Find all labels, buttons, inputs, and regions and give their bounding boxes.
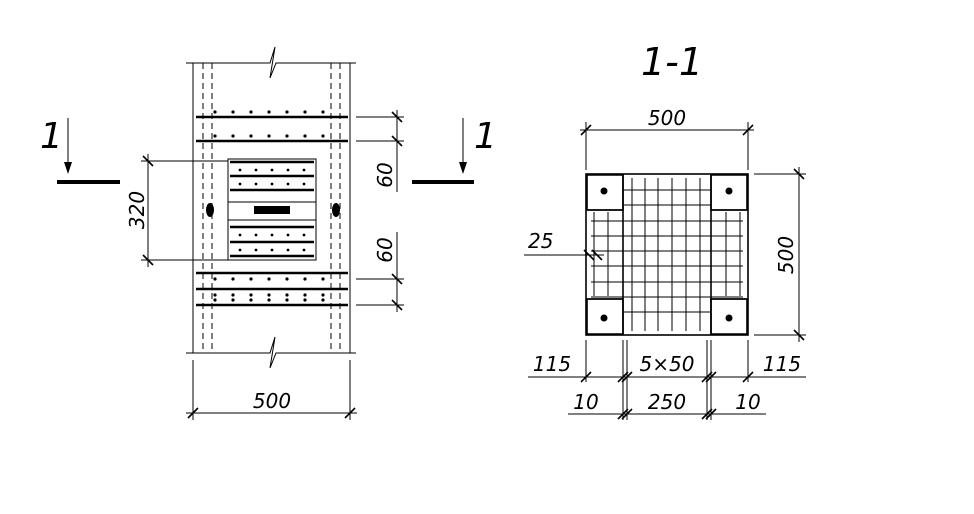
bolt-left	[206, 203, 214, 217]
dim-width-label: 500	[253, 389, 291, 413]
joint-mesh-bars	[230, 160, 314, 258]
dim-cover-label: 25	[528, 229, 553, 253]
dim-section-top: 500	[580, 106, 754, 170]
elevation-view: 1 1 320 60	[40, 46, 497, 420]
dim-row2-mid-label: 250	[648, 390, 686, 414]
dim-row1-mid-label: 5×50	[640, 352, 695, 376]
dim-gap-bottom: 60	[356, 232, 404, 312]
dim-section-top-label: 500	[648, 106, 686, 130]
dim-section-right-label: 500	[774, 236, 798, 274]
dim-gap-bottom-label: 60	[373, 237, 397, 262]
section-title: 1-1	[641, 40, 703, 84]
dim-gap-top: 60	[356, 110, 404, 192]
column-bottom-edge	[186, 336, 356, 369]
dim-height-label: 320	[125, 191, 149, 229]
bearing-plate	[227, 201, 317, 221]
mesh-grid	[591, 178, 743, 331]
section-marker-left-label: 1	[40, 116, 63, 157]
top-mesh-bars	[196, 110, 348, 143]
dim-row-2: 10 250 10	[568, 390, 766, 420]
dim-row1-left-label: 115	[533, 352, 571, 376]
dim-cover: 25	[524, 229, 604, 261]
column-top-edge	[186, 46, 356, 79]
dim-row2-left-label: 10	[573, 390, 598, 414]
bolt-right	[332, 203, 340, 217]
bottom-mesh-bars	[196, 271, 348, 307]
section-view: 1-1	[524, 40, 806, 420]
section-marker-left: 1	[40, 116, 120, 184]
corner-angles	[586, 174, 748, 335]
dim-height-320: 320	[125, 154, 228, 267]
dim-width-500: 500	[186, 360, 357, 420]
dim-gap-top-label: 60	[373, 162, 397, 187]
dim-row1-right-label: 115	[763, 352, 801, 376]
dim-section-right: 500	[754, 167, 806, 342]
section-marker-right: 1	[412, 116, 497, 184]
section-marker-right-label: 1	[474, 116, 497, 157]
dim-row2-right-label: 10	[735, 390, 760, 414]
dim-row-1: 115 5×50 115	[528, 352, 806, 383]
